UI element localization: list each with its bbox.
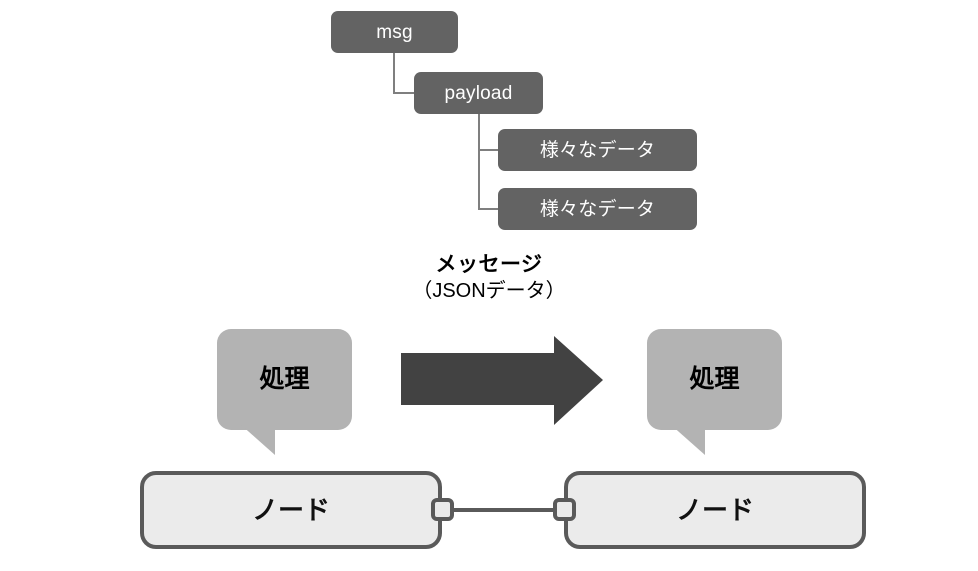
connector-msg-to-payload xyxy=(393,53,414,94)
message-caption: メッセージ （JSONデータ） xyxy=(349,252,629,304)
message-caption-main: メッセージ xyxy=(435,253,543,276)
tree-node-data-0: 様々なデータ xyxy=(498,129,697,171)
message-caption-sub: （JSONデータ） xyxy=(412,279,566,302)
node-left-label: ノード xyxy=(251,495,330,525)
node-left[interactable] xyxy=(140,471,454,549)
speech-bubble-left xyxy=(217,329,352,455)
speech-bubble-right-label: 処理 xyxy=(689,365,740,393)
speech-bubble-left-tail xyxy=(240,424,275,455)
message-arrow-icon xyxy=(401,336,603,425)
tree-connectors xyxy=(393,53,498,210)
speech-bubble-left-label: 処理 xyxy=(259,365,310,393)
connector-payload-to-data-1 xyxy=(478,114,498,210)
node-right[interactable] xyxy=(553,471,866,549)
tree-node-data-1: 様々なデータ xyxy=(498,188,697,230)
node-right-label: ノード xyxy=(675,495,754,525)
speech-bubble-right xyxy=(647,329,782,455)
speech-bubble-right-tail xyxy=(670,424,705,455)
tree-node-msg: msg xyxy=(331,11,458,53)
node-left-output-port xyxy=(431,498,454,521)
tree-node-payload: payload xyxy=(414,72,543,114)
node-right-input-port xyxy=(553,498,576,521)
connector-payload-to-data-0 xyxy=(478,114,498,151)
